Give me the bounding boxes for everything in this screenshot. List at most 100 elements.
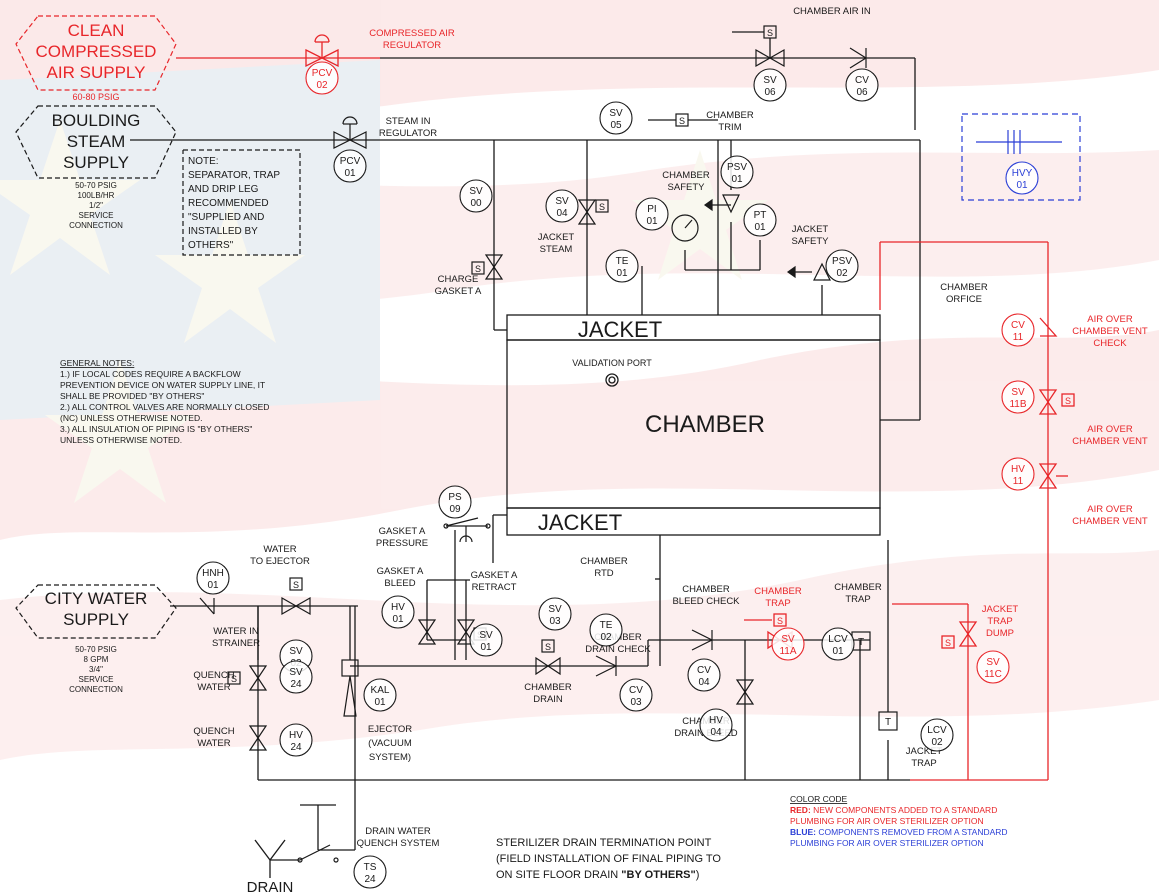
black-piping <box>130 38 921 878</box>
tag-type: LCV <box>828 634 848 645</box>
tag-number: 11C <box>984 669 1002 680</box>
tag-bubble <box>438 485 472 519</box>
tag-bubble <box>753 68 787 102</box>
tag-number: 05 <box>610 120 622 131</box>
tag-type: SV <box>986 657 1000 668</box>
label-steam-in-2: REGULATOR <box>379 128 437 139</box>
label-chamber-bleed-check-2: BLEED CHECK <box>672 596 740 607</box>
tag-type: HV <box>289 730 303 741</box>
general-note-5: (NC) UNLESS OTHERWISE NOTED. <box>60 413 202 423</box>
termination-line-2: (FIELD INSTALLATION OF FINAL PIPING TO <box>496 853 721 865</box>
tag-type: SV <box>609 108 623 119</box>
supply-outlines <box>15 15 301 639</box>
tag-number: 01 <box>832 646 844 657</box>
label-chamber-drain-2: DRAIN <box>533 694 563 705</box>
label-jacket-trap-1: JACKET <box>906 746 943 757</box>
tag-bubble <box>305 61 339 95</box>
note-box: NOTE: SEPARATOR, TRAP AND DRIP LEG RECOM… <box>188 156 280 251</box>
tag-bubble <box>459 179 493 213</box>
tag-bubble <box>279 723 313 757</box>
tag-type: SV <box>1011 387 1025 398</box>
tag-number: 11 <box>1013 476 1024 487</box>
tag-type: SV <box>548 604 562 615</box>
general-note-7: UNLESS OTHERWISE NOTED. <box>60 435 182 445</box>
tag-number: 03 <box>549 616 561 627</box>
tag-bubble <box>845 68 879 102</box>
general-note-1: 1.) IF LOCAL CODES REQUIRE A BACKFLOW <box>60 369 241 379</box>
color-code-red: RED: NEW COMPONENTS ADDED TO A STANDARD <box>790 805 997 815</box>
steam-supply-line-1: BOULDING <box>52 111 141 130</box>
flag-watermark <box>0 0 1159 760</box>
label-drain-water-quench-1: DRAIN WATER <box>365 826 431 837</box>
termination-line-3: ON SITE FLOOR DRAIN "BY OTHERS") <box>496 869 699 881</box>
label-chamber-rtd-1: CHAMBER <box>580 556 628 567</box>
tag-type: PSV <box>832 256 852 267</box>
label-water-in-strainer-2: STRAINER <box>212 638 260 649</box>
validation-port-label: VALIDATION PORT <box>572 358 652 368</box>
color-code-blue-rest: COMPONENTS REMOVED FROM A STANDARD <box>816 827 1008 837</box>
supply-steam: BOULDING STEAM SUPPLY 50-70 PSIG 100LB/H… <box>52 111 141 230</box>
svg-text:S: S <box>545 642 551 652</box>
color-code-red-key: RED: <box>790 805 811 815</box>
color-code-red-line2: PLUMBING FOR AIR OVER STERILIZER OPTION <box>790 816 984 826</box>
tag-bubble <box>279 660 313 694</box>
label-air-over-vent-1a: AIR OVER <box>1087 424 1133 435</box>
tag-type: PT <box>754 210 767 221</box>
label-air-over-check-3: CHECK <box>1093 338 1127 349</box>
note-line-1: NOTE: <box>188 156 219 167</box>
tag-number: 02 <box>316 80 328 91</box>
vessel-labels: JACKET CHAMBER JACKET VALIDATION PORT <box>538 317 765 535</box>
tag-type: KAL <box>371 685 390 696</box>
label-air-over-check-2: CHAMBER VENT <box>1072 326 1148 337</box>
tag-number: 01 <box>1016 180 1028 191</box>
steam-spec-2: 100LB/HR <box>78 191 115 200</box>
label-jacket-trap-dump-2: TRAP <box>987 616 1012 627</box>
label-compressed-air-regulator-1: COMPRESSED AIR <box>369 28 455 39</box>
label-chamber-trap-1: CHAMBER <box>834 582 882 593</box>
label-ejector-1: EJECTOR <box>368 724 412 735</box>
tag-bubble <box>1001 313 1035 347</box>
label-quench-water-1b: WATER <box>197 682 230 693</box>
label-chamber-drain-1: CHAMBER <box>524 682 572 693</box>
svg-text:S: S <box>777 616 783 626</box>
label-chamber-trap-red-1: CHAMBER <box>754 586 802 597</box>
chamber-label: CHAMBER <box>645 411 765 438</box>
termination-line-3-bold: "BY OTHERS" <box>621 869 695 881</box>
steam-spec-3: 1/2" <box>89 201 103 210</box>
tag-number: 01 <box>616 268 628 279</box>
label-chamber-orifice-1: CHAMBER <box>940 282 988 293</box>
air-supply-line-2: COMPRESSED <box>36 42 157 61</box>
label-jacket-steam-2: STEAM <box>540 244 573 255</box>
tag-type: PS <box>448 492 462 503</box>
tag-number: 01 <box>374 697 386 708</box>
tag-bubble <box>589 613 623 647</box>
label-quench-water-1a: QUENCH <box>193 670 234 681</box>
air-supply-spec: 60-80 PSIG <box>72 92 119 102</box>
svg-text:S: S <box>767 28 773 38</box>
supply-air: CLEAN COMPRESSED AIR SUPPLY 60-80 PSIG <box>36 21 157 102</box>
tag-type: HV <box>1011 464 1025 475</box>
red-labels: COMPRESSED AIR REGULATOR AIR OVER CHAMBE… <box>369 28 1148 639</box>
label-gasket-retract-1: GASKET A <box>471 570 518 581</box>
general-notes: GENERAL NOTES: 1.) IF LOCAL CODES REQUIR… <box>60 358 269 445</box>
tag-bubble <box>605 249 639 283</box>
tag-number: 24 <box>364 874 376 885</box>
label-jacket-trap-dump-1: JACKET <box>982 604 1019 615</box>
general-note-2: PREVENTION DEVICE ON WATER SUPPLY LINE, … <box>60 380 265 390</box>
tag-type: SV <box>289 646 303 657</box>
tag-type: HVY <box>1012 168 1033 179</box>
blue-removed-box <box>961 113 1081 201</box>
label-air-over-vent-2b: CHAMBER VENT <box>1072 516 1148 527</box>
